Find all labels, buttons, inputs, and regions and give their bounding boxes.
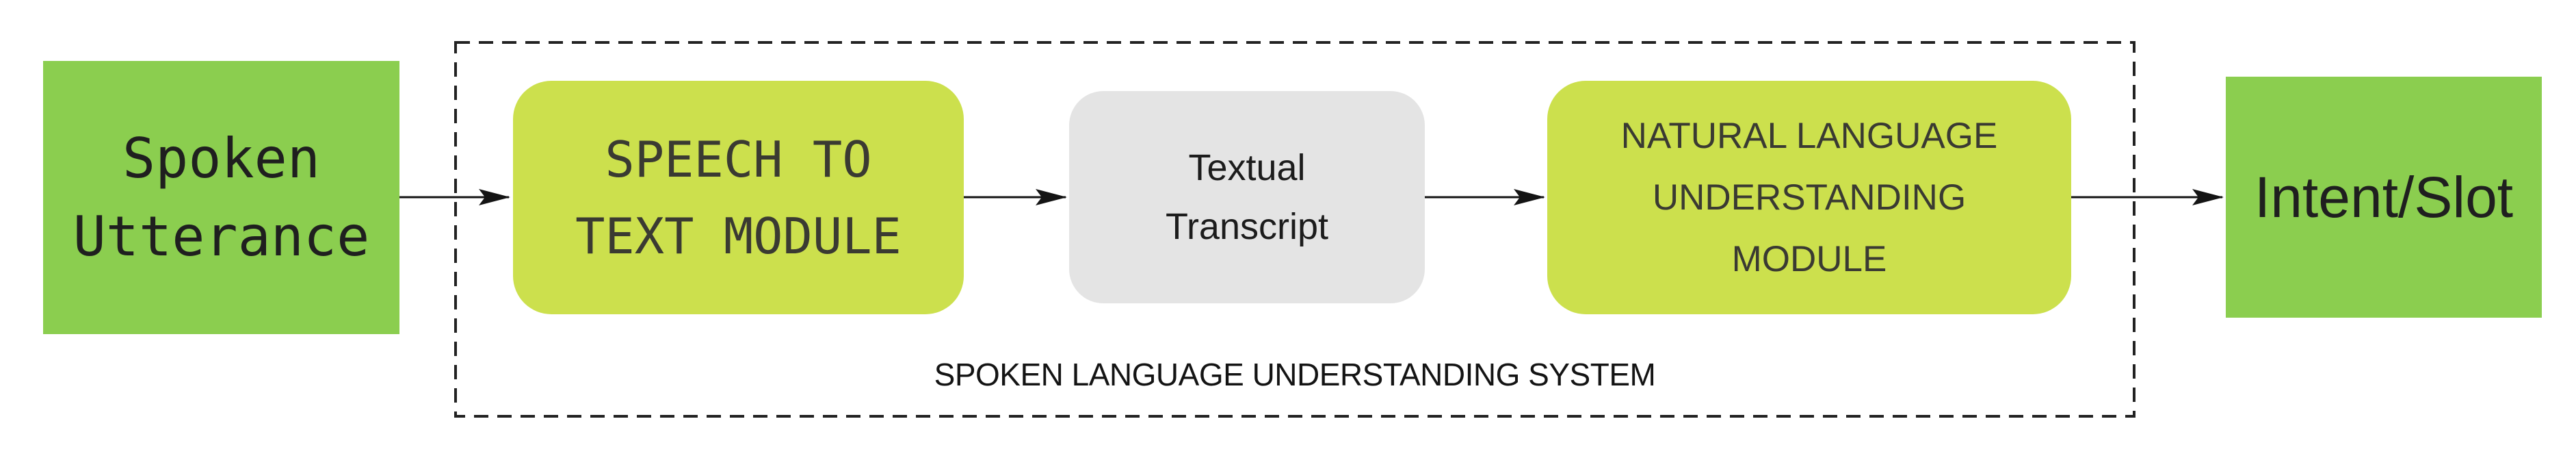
node-label-line: Textual <box>1188 147 1306 188</box>
node-label-line: NATURAL LANGUAGE <box>1620 115 1998 156</box>
node-intent-slot: Intent/Slot <box>2226 77 2542 318</box>
node-label-line: Spoken <box>122 126 320 190</box>
node-label-line: TEXT MODULE <box>575 207 902 265</box>
node-label-line: UNDERSTANDING <box>1652 177 1967 218</box>
node-label-line: Transcript <box>1165 206 1329 247</box>
node-natural-language-understanding-module: NATURAL LANGUAGE UNDERSTANDING MODULE <box>1547 81 2071 314</box>
node-label-line: Utterance <box>73 204 370 268</box>
node-textual-transcript: Textual Transcript <box>1069 91 1425 303</box>
node-speech-to-text-module: SPEECH TO TEXT MODULE <box>513 81 964 314</box>
node-label-line: SPEECH TO <box>605 130 872 188</box>
node-spoken-utterance: Spoken Utterance <box>43 61 399 334</box>
node-label-line: MODULE <box>1731 238 1887 279</box>
node-label-line: Intent/Slot <box>2254 165 2514 229</box>
slu-system-caption: SPOKEN LANGUAGE UNDERSTANDING SYSTEM <box>934 357 1656 392</box>
